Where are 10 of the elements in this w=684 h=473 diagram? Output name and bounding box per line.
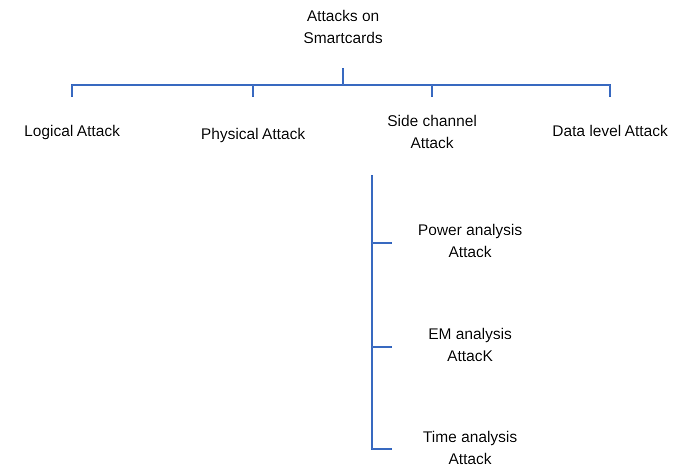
- node-label: Side channel Attack: [386, 112, 478, 154]
- node-label: Time analysis Attack: [422, 428, 518, 470]
- node-label: Physical Attack: [200, 125, 306, 145]
- root-label: Attacks on Smartcards: [302, 7, 384, 49]
- connector-line: [342, 68, 611, 97]
- node-label: Logical Attack: [24, 122, 120, 142]
- node-label: Data level Attack: [552, 122, 668, 142]
- node-label: Power analysis Attack: [416, 221, 524, 263]
- node-label: EM analysis AttacK: [427, 325, 513, 367]
- connector-line: [371, 175, 392, 450]
